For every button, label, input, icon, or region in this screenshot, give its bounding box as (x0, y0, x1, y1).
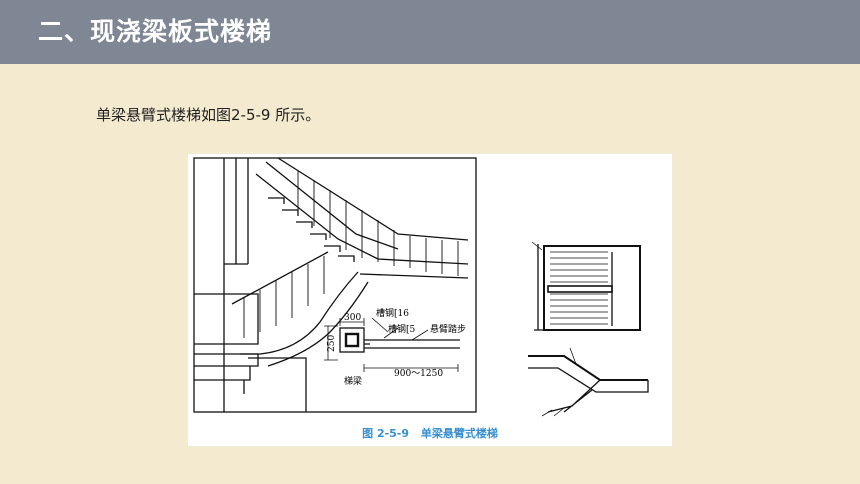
label-dim-250: 250 (327, 335, 337, 352)
base-steps (194, 353, 307, 412)
stair-figure: 300 槽钢[16 槽钢[5 悬臂踏步 250 900～1250 梯梁 图 2-… (188, 154, 672, 446)
upper-steps (268, 197, 355, 262)
stair-drawing: 300 槽钢[16 槽钢[5 悬臂踏步 250 900～1250 梯梁 (193, 157, 649, 417)
plan-view (531, 241, 641, 331)
caption-number: 图 2-5-9 (362, 427, 410, 440)
slide-title: 二、现浇梁板式楼梯 (38, 17, 273, 46)
perspective-frame (193, 157, 477, 413)
upper-handrail (277, 157, 469, 241)
caption-title: 单梁悬臂式楼梯 (420, 427, 498, 440)
label-cantilever-step: 悬臂踏步 (430, 323, 466, 335)
label-channel-5: 槽钢[5 (388, 323, 416, 335)
wall-lines (223, 158, 249, 412)
header-bar: 二、现浇梁板式楼梯 (0, 0, 860, 64)
label-dim-300: 300 (344, 313, 361, 323)
section-detail (324, 317, 460, 372)
body-paragraph: 单梁悬臂式楼梯如图2-5-9 所示。 (96, 106, 321, 124)
label-stair-beam: 梯梁 (344, 375, 362, 387)
label-channel-16: 槽钢[16 (376, 307, 409, 319)
lower-handrail (231, 251, 329, 305)
figure-caption: 图 2-5-9 单梁悬臂式楼梯 (188, 426, 672, 442)
upper-stringer (255, 173, 379, 260)
label-dim-range: 900～1250 (394, 369, 443, 379)
landing (359, 258, 469, 279)
side-elevation (528, 347, 649, 417)
lower-stringer (240, 271, 359, 355)
